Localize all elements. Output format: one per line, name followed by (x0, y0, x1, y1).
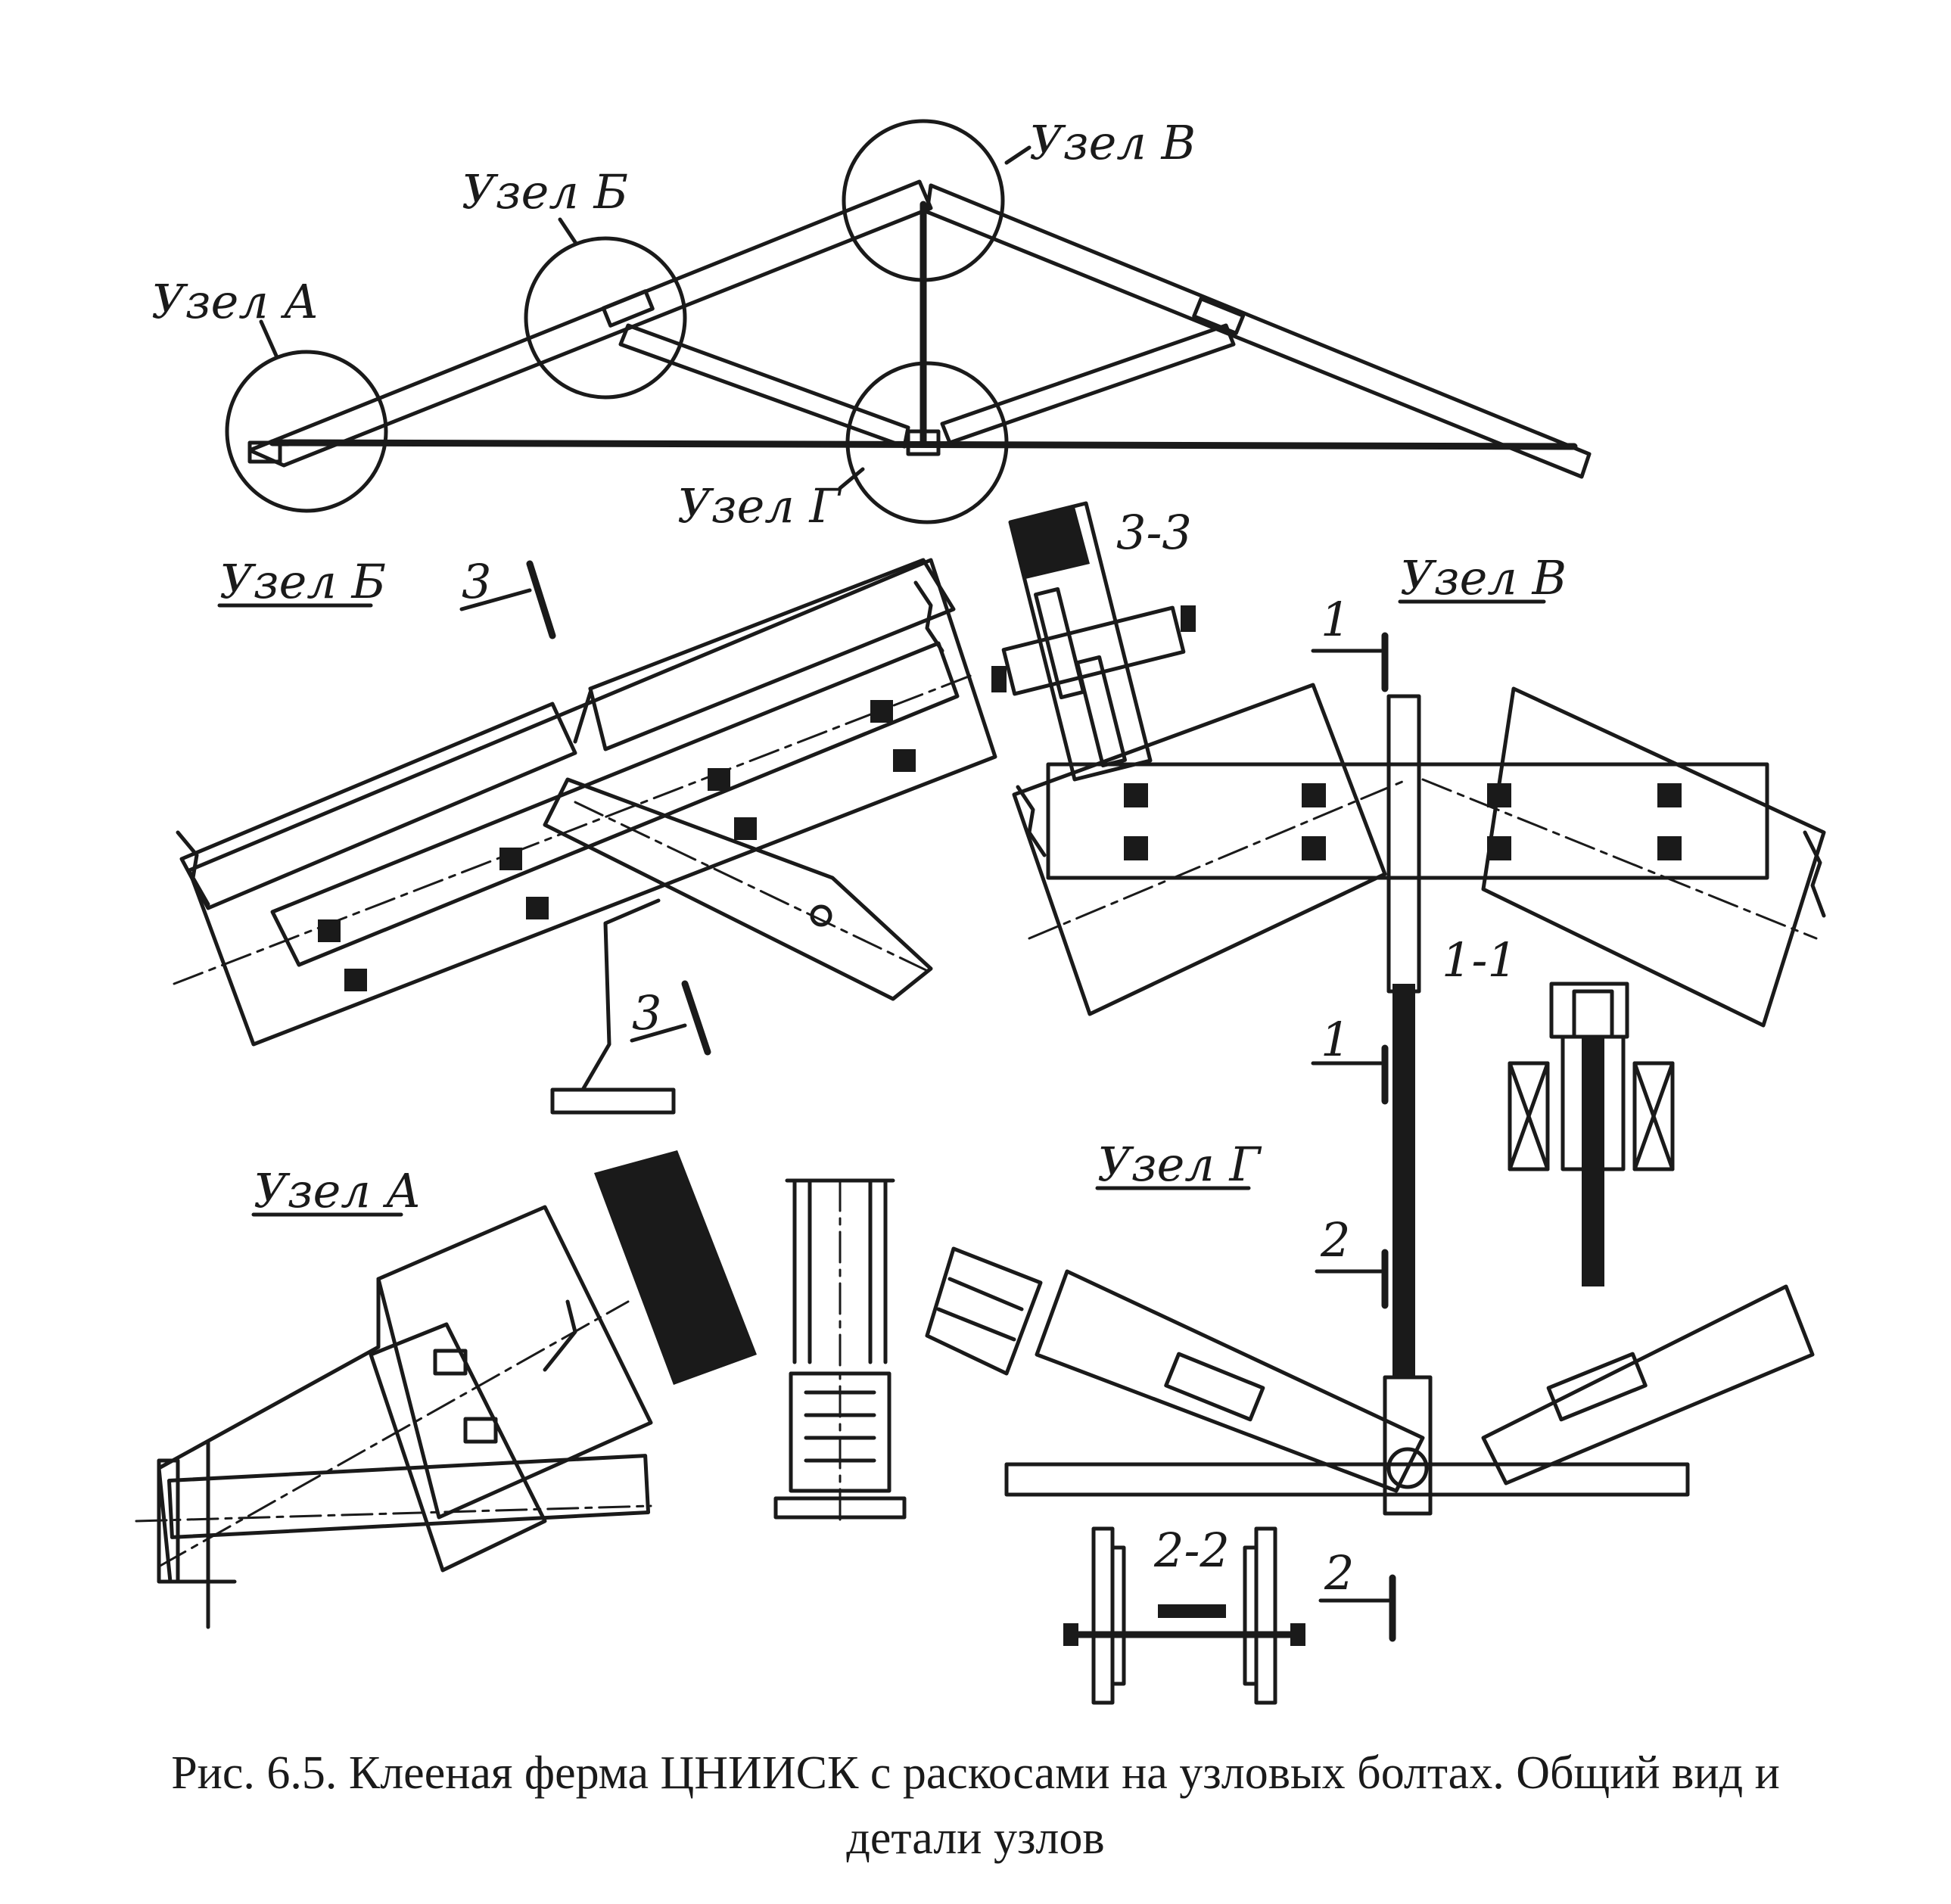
mark-2-top: 2 (1320, 1212, 1350, 1268)
section-2-2-label: 2-2 (1153, 1523, 1230, 1578)
overview-node-g-label: Узел Г (677, 478, 842, 534)
truss-overview: Узел А Узел Б Узел В Узел Г (151, 115, 1592, 534)
detail-node-a-label: Узел А (254, 1163, 421, 1218)
node-g-circle (845, 361, 1009, 524)
mark-2-bottom: 2 (1324, 1545, 1354, 1601)
mark-3-top: 3 (462, 554, 491, 609)
detail-node-v-label: Узел В (1400, 550, 1567, 605)
mark-3-bottom: 3 (632, 985, 661, 1041)
section-3-3: 3-3 (991, 501, 1196, 782)
node-a-detail: Узел А (135, 1150, 757, 1629)
node-b-circle (524, 236, 687, 400)
mark-1-bottom: 1 (1321, 1012, 1350, 1067)
detail-node-b-label: Узел Б (219, 554, 386, 609)
caption-line-1: Рис. 6.5. Клееная ферма ЦНИИСК с раскоса… (171, 1747, 1780, 1799)
node-v-circle (842, 119, 1005, 282)
node-v-detail: Узел В 1 1 1-1 (1012, 550, 1826, 1226)
section-1-1-label: 1-1 (1442, 932, 1517, 988)
support-shoe-section (773, 1178, 907, 1523)
detail-node-g-label: Узел Г (1097, 1137, 1262, 1192)
node-g-detail: Узел Г 2 2 (925, 1137, 1815, 1642)
overview-node-v-label: Узел В (1029, 115, 1196, 170)
overview-node-a-label: Узел А (151, 274, 319, 329)
mark-1-top: 1 (1321, 592, 1350, 647)
caption-line-2: детали узлов (846, 1812, 1105, 1864)
section-2-2: 2-2 (1063, 1523, 1305, 1705)
overview-node-b-label: Узел Б (462, 164, 628, 219)
section-3-3-label: 3-3 (1116, 505, 1192, 560)
figure-caption: Рис. 6.5. Клееная ферма ЦНИИСК с раскоса… (0, 1741, 1951, 1871)
section-1-1 (1508, 982, 1675, 1286)
node-a-circle (225, 350, 388, 513)
node-b-detail: Узел Б 3 3 (173, 554, 997, 1115)
